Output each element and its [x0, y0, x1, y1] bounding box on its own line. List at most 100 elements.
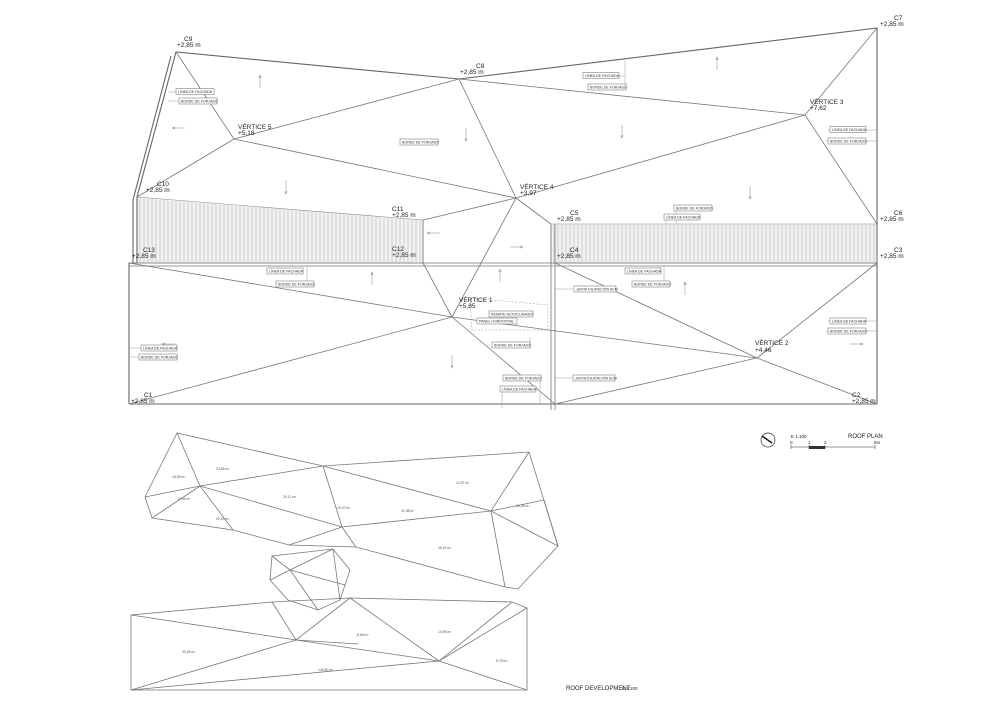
- scale-unit: 5m: [874, 440, 881, 445]
- area-label: 18,55 m²: [172, 475, 186, 479]
- fold-lines: [128, 27, 878, 405]
- corner-c5-name: C5: [570, 210, 579, 217]
- area-label: 8,66 m²: [357, 633, 369, 637]
- svg-text:BORDE DE FORJADO: BORDE DE FORJADO: [494, 344, 531, 348]
- svg-text:LÍNEA DE FACHADA: LÍNEA DE FACHADA: [502, 388, 537, 392]
- tag-borde-forjado: BORDE DE FORJADO: [399, 138, 439, 146]
- corner-c10-elev: +2,85 m: [146, 187, 170, 194]
- vertex-2-name: VÉRTICE 2: [755, 338, 789, 347]
- svg-text:PANEL HORIZONTAL: PANEL HORIZONTAL: [479, 320, 514, 324]
- corner-c7-name: C7: [894, 15, 903, 22]
- tag-borde-forjado: BORDE DE FORJADO: [168, 97, 218, 105]
- vertex-1-elev: +5,85: [459, 303, 476, 310]
- area-label: 33,65 m²: [182, 650, 196, 654]
- svg-text:BORDE DE FORJADO: BORDE DE FORJADO: [830, 140, 867, 144]
- area-label: 21,98 m²: [401, 509, 415, 513]
- tag-remate-superior: REMATE AUTOCLAVADO: [488, 310, 533, 318]
- tag-borde-forjado: BORDE DE FORJADO: [491, 337, 531, 349]
- svg-text:BORDE DE FORJADO: BORDE DE FORJADO: [278, 283, 315, 287]
- svg-text:LÍNEA DE FACHADA: LÍNEA DE FACHADA: [143, 347, 178, 351]
- scale-tick-2: 2: [824, 440, 827, 445]
- svg-text:LÍNEA DE FACHADA: LÍNEA DE FACHADA: [832, 128, 867, 132]
- corner-c11-name: C11: [392, 206, 404, 213]
- area-label: 23,86 m²: [216, 467, 230, 471]
- scale-tick-0: 0: [790, 440, 793, 445]
- svg-text:REMATE AUTOCLAVADO: REMATE AUTOCLAVADO: [491, 313, 533, 317]
- corner-c12-elev: +2,85 m: [392, 252, 416, 259]
- area-label: 9,78 m²: [496, 659, 508, 663]
- development-net-middle: [269, 548, 351, 611]
- hatch-strip-left: [136, 196, 424, 264]
- svg-text:LÍNEA DE FACHADA: LÍNEA DE FACHADA: [585, 74, 620, 78]
- roof-plan: LÍNEA DE FACHADA BORDE DE FORJADO LÍNEA …: [128, 15, 904, 410]
- corner-c6-name: C6: [894, 210, 903, 217]
- area-label: 16,38 m²: [516, 504, 530, 508]
- roof-development: 18,55 m² 23,86 m² 20,11 m² 22,87 m² 13,4…: [130, 432, 638, 692]
- tag-linea-fachada: LÍNEA DE FACHADA: [499, 385, 537, 408]
- corner-c10-name: C10: [157, 181, 169, 188]
- svg-text:JUNTA DILATACIÓN 8CM: JUNTA DILATACIÓN 8CM: [575, 376, 617, 381]
- vertex-4-elev: +3,97: [520, 190, 537, 197]
- corner-c4-name: C4: [570, 247, 579, 254]
- tag-borde-forjado: BORDE DE FORJADO: [502, 374, 542, 404]
- corner-c12-name: C12: [392, 246, 404, 253]
- area-label: 26,01 m²: [438, 546, 452, 550]
- corner-c4-elev: +2,85 m: [557, 253, 581, 260]
- tag-borde-forjado: BORDE DE FORJADO: [587, 83, 627, 91]
- area-label: 10,98 m²: [438, 630, 452, 634]
- development-net-upper: [144, 432, 559, 590]
- tag-linea-fachada: LÍNEA DE FACHADA: [168, 88, 215, 95]
- corner-labels: C9 +2,85 m C8 +2,85 m C7 +2,85 m C10 +2,…: [131, 15, 904, 405]
- tag-linea-fachada: LÍNEA DE FACHADA: [663, 213, 701, 224]
- corner-c8-name: C8: [476, 63, 485, 70]
- corner-c3-name: C3: [894, 247, 903, 254]
- svg-text:BORDE DE FORJADO: BORDE DE FORJADO: [141, 356, 178, 360]
- scale-tick-1: 1: [808, 440, 811, 445]
- graphic-scale-bar: 0 1 2 5m: [790, 440, 881, 449]
- corner-c9-elev: +2,85 m: [177, 42, 201, 49]
- svg-text:LÍNEA DE FACHADA: LÍNEA DE FACHADA: [269, 270, 304, 274]
- tag-linea-fachada: LÍNEA DE FACHADA: [129, 344, 178, 352]
- corner-c3-elev: +2,85 m: [880, 253, 904, 260]
- development-title: ROOF DEVELOPMENT: [566, 686, 631, 692]
- area-label: 148,80 m²: [318, 668, 334, 672]
- svg-text:BORDE DE FORJADO: BORDE DE FORJADO: [181, 100, 218, 104]
- corner-c13-elev: +2,85 m: [132, 253, 156, 260]
- skylight-outline: [469, 297, 549, 331]
- svg-text:LÍNEA DE FACHADA: LÍNEA DE FACHADA: [178, 90, 213, 94]
- svg-text:LÍNEA DE FACHADA: LÍNEA DE FACHADA: [627, 270, 662, 274]
- corner-c1-elev: +2,85 m: [131, 398, 155, 405]
- plan-scale-label: E 1:100: [791, 434, 807, 439]
- tag-panel-horizontal: PANEL HORIZONTAL: [476, 317, 518, 325]
- vertex-3-name: VÉRTICE 3: [810, 97, 844, 106]
- area-label: 19,47 m²: [337, 506, 351, 510]
- svg-text:BORDE DE FORJADO: BORDE DE FORJADO: [634, 283, 671, 287]
- svg-text:LÍNEA DE FACHADA: LÍNEA DE FACHADA: [832, 320, 867, 324]
- corner-c5-elev: +2,85 m: [557, 216, 581, 223]
- svg-text:BORDE DE FORJADO: BORDE DE FORJADO: [590, 86, 627, 90]
- development-scale: E 1:200: [622, 686, 638, 691]
- vertex-5-name: VÉRTICE 5: [238, 122, 272, 131]
- development-area-labels: 18,55 m² 23,86 m² 20,11 m² 22,87 m² 13,4…: [172, 467, 530, 672]
- svg-text:JUNTA DILATACIÓN 8CM: JUNTA DILATACIÓN 8CM: [576, 287, 618, 292]
- tag-borde-forjado: BORDE DE FORJADO: [129, 353, 178, 361]
- corner-c13-name: C13: [143, 247, 155, 254]
- svg-text:BORDE DE FORJADO: BORDE DE FORJADO: [505, 377, 542, 381]
- svg-text:LÍNEA DE FACHADA: LÍNEA DE FACHADA: [666, 216, 701, 220]
- area-label: 13,46 m²: [177, 497, 191, 501]
- corner-c1-name: C1: [144, 392, 153, 399]
- tag-borde-forjado: BORDE DE FORJADO: [826, 137, 877, 145]
- area-label: 12,97 m²: [456, 481, 470, 485]
- vertex-3-elev: +7,62: [810, 105, 827, 112]
- plan-title: ROOF PLAN: [848, 434, 883, 440]
- tag-junta-dilatacion: JUNTA DILATACIÓN 8CM: [555, 374, 617, 382]
- svg-text:BORDE DE FORJADO: BORDE DE FORJADO: [676, 207, 713, 211]
- vertex-1-name: VÉRTICE 1: [459, 295, 493, 304]
- tag-junta-dilatacion: JUNTA DILATACIÓN 8CM: [555, 285, 618, 293]
- hatch-strip-right: [550, 223, 878, 264]
- area-label: 22,87 m²: [216, 517, 230, 521]
- corner-c2-name: C2: [852, 392, 861, 399]
- corner-c7-elev: +2,85 m: [880, 21, 904, 28]
- development-net-lower: [130, 597, 528, 691]
